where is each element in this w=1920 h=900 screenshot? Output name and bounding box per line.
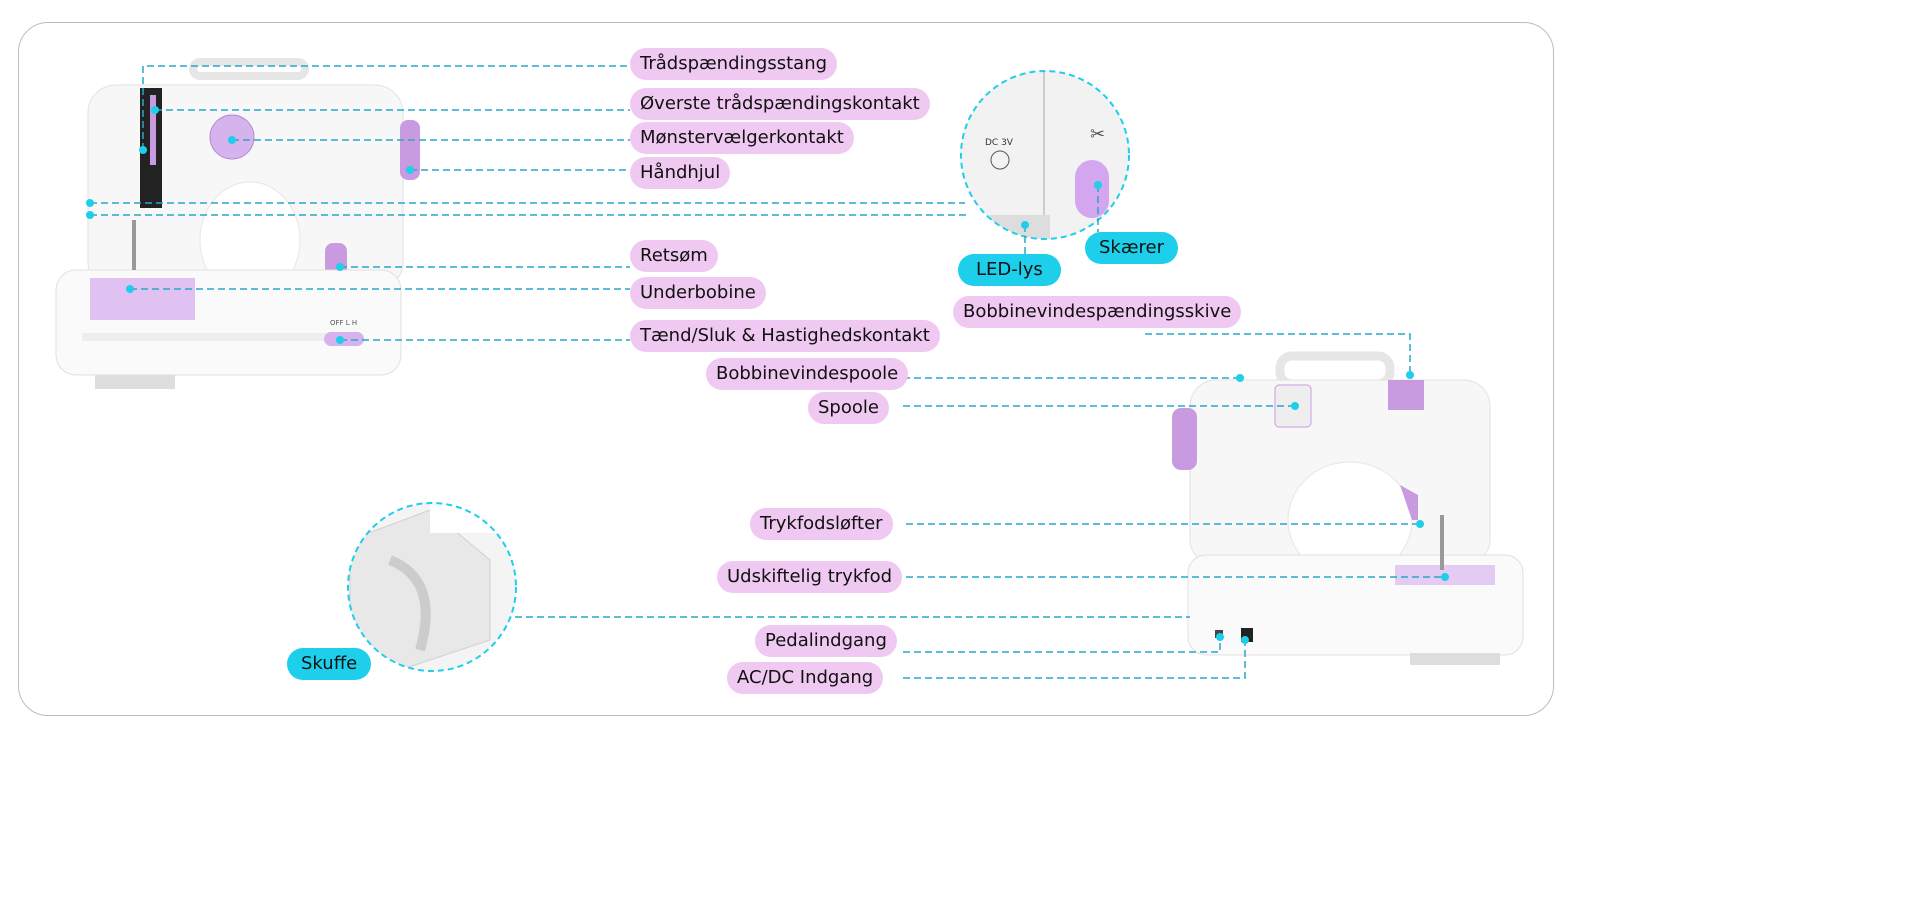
label-pedal-input: Pedalindgang: [755, 625, 897, 657]
label-upper-tension-dial: Øverste trådspændingskontakt: [630, 88, 930, 120]
label-acdc-input: AC/DC Indgang: [727, 662, 884, 694]
led-voltage-text: DC 3V: [985, 138, 1014, 148]
detail-led-cutter: ✂ DC 3V: [960, 70, 1130, 240]
switch-positions-text: OFF L H: [330, 319, 357, 327]
label-spool: Spoole: [808, 392, 889, 424]
label-handwheel: Håndhjul: [630, 157, 731, 189]
label-bobbin: Underbobine: [630, 277, 766, 309]
label-pattern-selector: Mønstervælgerkontakt: [630, 122, 854, 154]
sewing-machine-rear: [1172, 351, 1524, 665]
leader-dots: [86, 106, 1449, 644]
label-replaceable-presser-foot: Udskiftelig trykfod: [717, 561, 903, 593]
diagram-frame: [18, 22, 1554, 716]
label-reverse-stitch: Retsøm: [630, 240, 718, 272]
label-bobbin-winder-spool: Bobbinevindespoole: [706, 358, 909, 390]
label-led-light: LED-lys: [958, 254, 1061, 286]
label-bobbin-winder-tension-disc: Bobbinevindespændingsskive: [953, 296, 1242, 328]
label-presser-foot-lifter: Trykfodsløfter: [750, 508, 893, 540]
label-cutter: Skærer: [1085, 232, 1179, 264]
leader-lines: [90, 65, 1445, 679]
sewing-machine-front: OFF L H: [55, 58, 420, 389]
label-drawer: Skuffe: [287, 648, 372, 680]
detail-drawer: [347, 502, 517, 672]
label-thread-take-up-lever: Trådspændingsstang: [630, 48, 838, 80]
label-power-speed-switch: Tænd/Sluk & Hastighedskontakt: [630, 320, 940, 352]
scissors-icon: ✂: [1090, 124, 1105, 145]
